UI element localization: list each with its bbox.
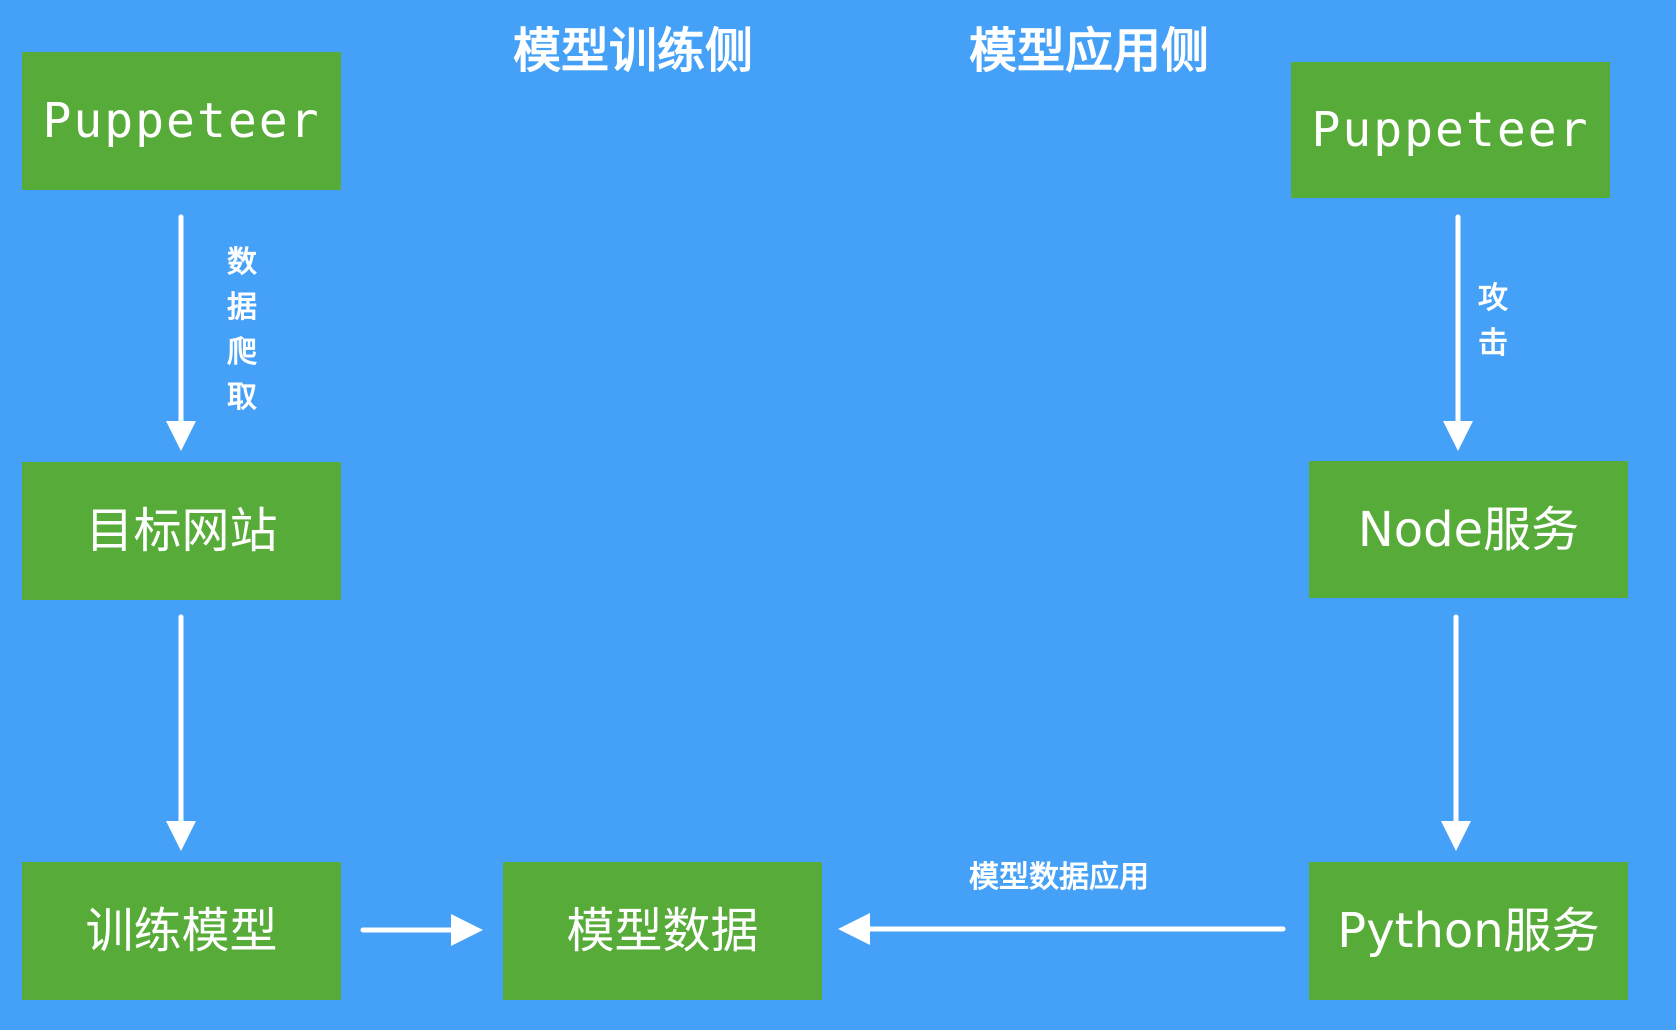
node-node-service: Node服务 xyxy=(1309,461,1628,598)
node-target-site: 目标网站 xyxy=(22,462,341,600)
arrow-node-to-python-head xyxy=(1441,821,1471,851)
node-train-model-label: 训练模型 xyxy=(85,903,278,959)
heading-application-side: 模型应用侧 xyxy=(969,23,1210,79)
node-target-site-label: 目标网站 xyxy=(85,503,278,559)
node-python-service-label: Python服务 xyxy=(1337,903,1600,959)
node-puppeteer-left: Puppeteer xyxy=(22,52,341,190)
node-python-service: Python服务 xyxy=(1309,862,1628,1000)
node-puppeteer-right: Puppeteer xyxy=(1291,62,1610,198)
node-puppeteer-left-label: Puppeteer xyxy=(42,93,321,149)
heading-training-side: 模型训练侧 xyxy=(513,23,754,79)
arrow-train-to-data-head xyxy=(451,914,483,946)
arrow-target-to-train-head xyxy=(166,821,196,851)
arrow-crawl-head xyxy=(166,421,196,451)
edge-label-apply-model-data: 模型数据应用 xyxy=(969,860,1149,895)
node-train-model: 训练模型 xyxy=(22,862,341,1000)
edge-label-attack: 攻击 xyxy=(1478,281,1508,361)
node-model-data-label: 模型数据 xyxy=(566,903,759,959)
edge-label-crawl: 数据爬取 xyxy=(227,245,257,415)
arrow-apply-head xyxy=(838,913,870,945)
node-model-data: 模型数据 xyxy=(503,862,822,1000)
arrow-attack-head xyxy=(1443,421,1473,451)
node-puppeteer-right-label: Puppeteer xyxy=(1311,102,1590,158)
node-node-service-label: Node服务 xyxy=(1357,501,1580,558)
